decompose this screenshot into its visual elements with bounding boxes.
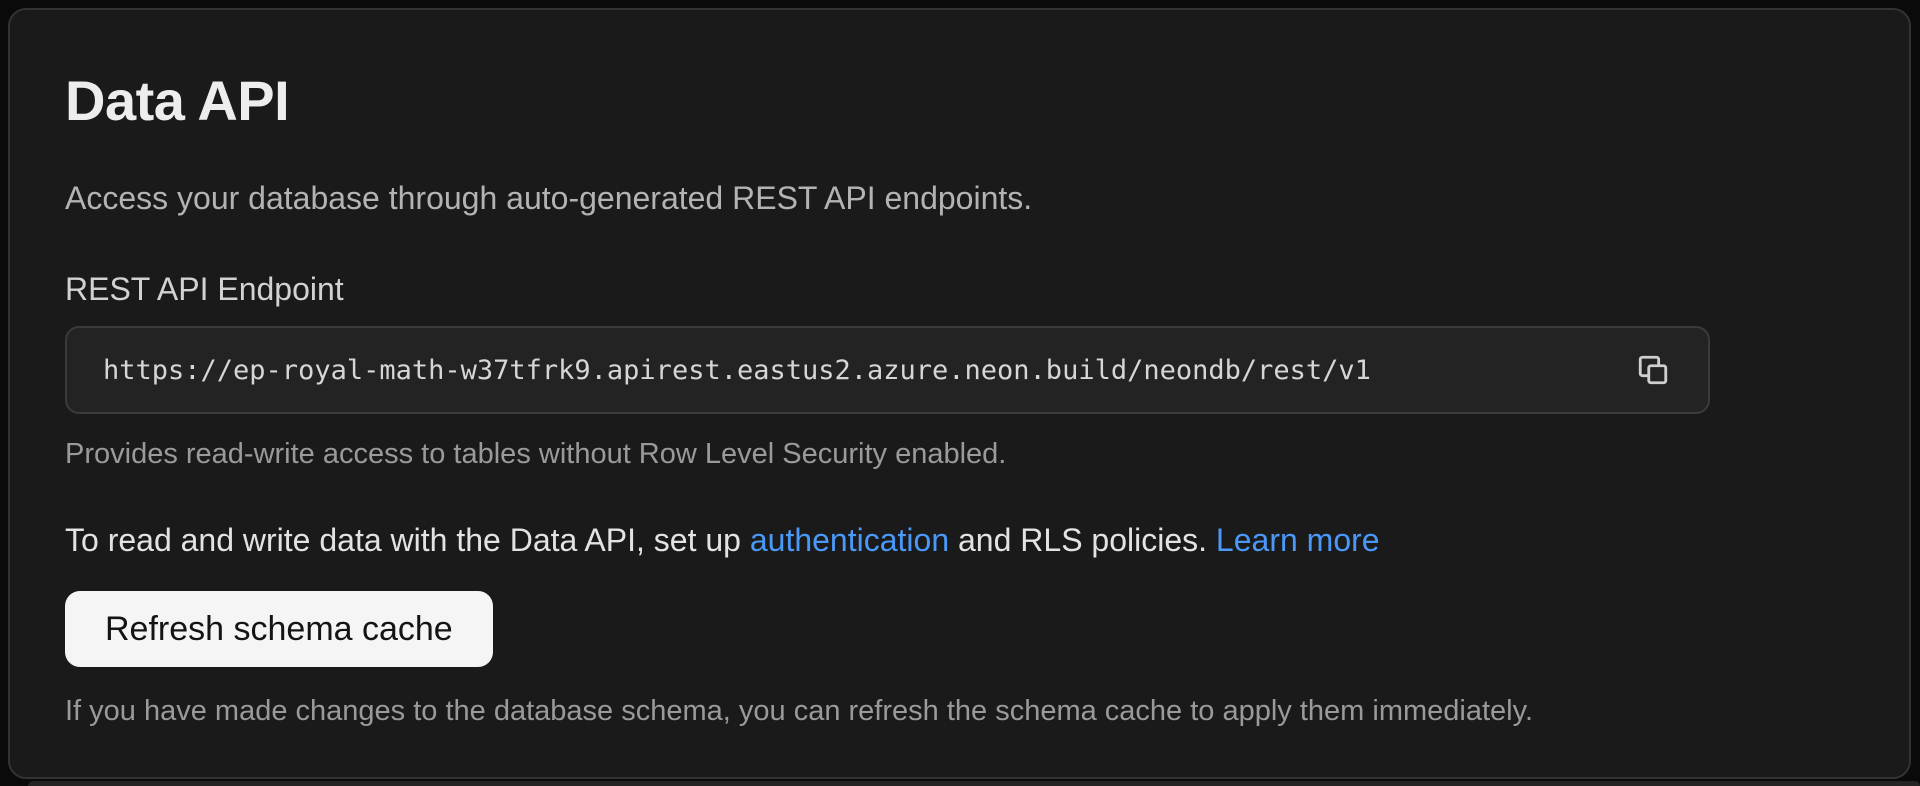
rest-endpoint-field: https://ep-royal-math-w37tfrk9.apirest.e… xyxy=(65,326,1710,415)
next-section-top-edge xyxy=(28,781,1920,786)
learn-more-link[interactable]: Learn more xyxy=(1215,521,1380,558)
endpoint-helper-text: Provides read-write access to tables wit… xyxy=(65,438,1007,471)
rls-note-text-2: and RLS policies. xyxy=(949,521,1216,558)
page-title: Data API xyxy=(65,69,290,132)
rls-note-text-1: To read and write data with the Data API… xyxy=(65,521,750,558)
section-description: Access your database through auto-genera… xyxy=(65,179,1033,216)
endpoint-label: REST API Endpoint xyxy=(65,271,344,308)
refresh-schema-cache-button[interactable]: Refresh schema cache xyxy=(65,591,493,668)
data-api-section-card: Data API Access your database through au… xyxy=(8,8,1911,779)
copy-icon xyxy=(1636,353,1670,387)
rls-note: To read and write data with the Data API… xyxy=(65,520,1854,562)
endpoint-url-text: https://ep-royal-math-w37tfrk9.apirest.e… xyxy=(103,354,1371,386)
copy-endpoint-button[interactable] xyxy=(1632,349,1674,391)
refresh-helper-text: If you have made changes to the database… xyxy=(65,695,1534,728)
authentication-link[interactable]: authentication xyxy=(749,521,950,558)
